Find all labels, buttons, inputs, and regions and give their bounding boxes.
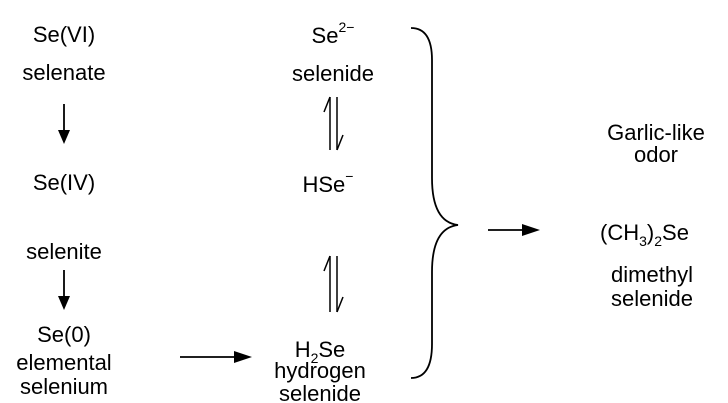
- product-name-line1: dimethyl: [611, 262, 693, 287]
- se0-name-line2: selenium: [20, 374, 108, 399]
- se6-name: selenate: [22, 60, 105, 85]
- h2se-formula: H2Se: [295, 337, 346, 366]
- se6-label: Se(VI): [33, 22, 95, 47]
- se4-name: selenite: [26, 239, 102, 264]
- equilibrium-arrow-lower: [323, 255, 344, 313]
- grouping-brace: [410, 27, 459, 379]
- arrow-se0-to-h2se: [180, 351, 252, 363]
- se0-name-line1: elemental: [16, 350, 111, 375]
- se0-label: Se(0): [37, 322, 91, 347]
- arrow-se6-to-se4: [58, 104, 70, 144]
- hse-formula: HSe−: [303, 168, 354, 197]
- selenide-formula: Se2−: [312, 19, 355, 48]
- product-formula: (CH3)2Se: [600, 220, 689, 249]
- product-note-line2: odor: [634, 142, 678, 167]
- product-name-line2: selenide: [611, 286, 693, 311]
- selenide-name: selenide: [292, 61, 374, 86]
- h2se-name-line2: selenide: [279, 381, 361, 403]
- h2se-name-line1: hydrogen: [274, 358, 366, 383]
- product-note-line1: Garlic-like: [607, 120, 705, 145]
- equilibrium-arrow-upper: [323, 96, 344, 151]
- arrow-se4-to-se0: [58, 270, 70, 310]
- arrow-to-product: [488, 224, 540, 236]
- se4-label: Se(IV): [33, 170, 95, 195]
